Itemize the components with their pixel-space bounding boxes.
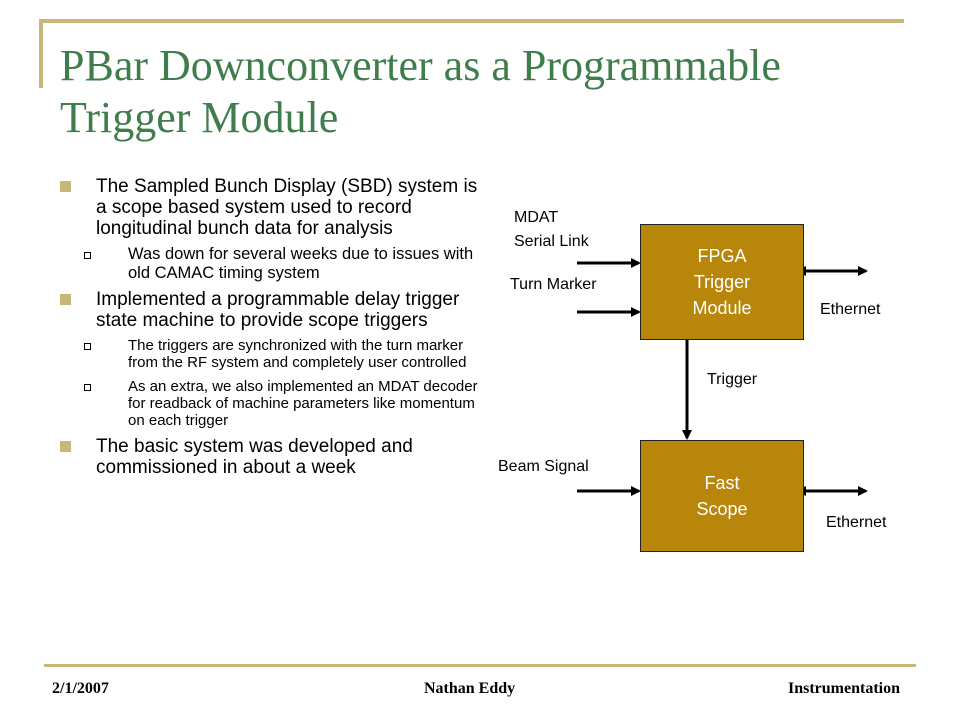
fpga-trigger-module-box: FPGA Trigger Module (640, 224, 804, 340)
turn-marker-label: Turn Marker (510, 276, 597, 293)
sub-bullet-text: As an extra, we also implemented an MDAT… (128, 378, 478, 429)
sub-bullet-text: The triggers are synchronized with the t… (128, 337, 467, 371)
footer-author: Nathan Eddy (424, 680, 516, 697)
bullet-list: The Sampled Bunch Display (SBD) system i… (60, 176, 490, 484)
mdat-label-line2: Serial Link (514, 233, 589, 250)
fpga-box-line2: Trigger (693, 272, 751, 292)
decorative-top-line (39, 19, 904, 23)
sub-bullet-item: The triggers are synchronized with the t… (60, 337, 490, 371)
bullet-text: Implemented a programmable delay trigger… (96, 289, 460, 331)
sub-bullet-text: Was down for several weeks due to issues… (128, 245, 474, 282)
hollow-square-bullet-icon (84, 343, 91, 350)
bullet-text: The Sampled Bunch Display (SBD) system i… (96, 176, 478, 239)
fast-scope-box: Fast Scope (640, 440, 804, 552)
bullet-item: Implemented a programmable delay trigger… (60, 289, 490, 331)
decorative-vertical-line (39, 19, 43, 88)
trigger-label: Trigger (707, 371, 758, 388)
ethernet-top-label: Ethernet (820, 301, 881, 318)
fpga-box-line3: Module (692, 298, 752, 318)
ethernet-bottom-label: Ethernet (826, 514, 887, 531)
bullet-item: The Sampled Bunch Display (SBD) system i… (60, 176, 490, 239)
fpga-box-line1: FPGA (697, 246, 747, 266)
slide-title: PBar Downconverter as a Programmable Tri… (60, 41, 781, 142)
bullet-item: The basic system was developed and commi… (60, 436, 490, 478)
footer-date: 2/1/2007 (52, 680, 109, 697)
sub-bullet-item: As an extra, we also implemented an MDAT… (60, 378, 490, 429)
footer-section: Instrumentation (788, 680, 901, 697)
square-bullet-icon (60, 441, 71, 452)
hollow-square-bullet-icon (84, 384, 91, 391)
footer-divider (44, 664, 916, 667)
square-bullet-icon (60, 181, 71, 192)
beam-signal-label: Beam Signal (498, 458, 589, 475)
scope-box-line2: Scope (696, 499, 748, 519)
bullet-text: The basic system was developed and commi… (96, 436, 413, 478)
mdat-label-line1: MDAT (514, 209, 559, 226)
mdat-label: MDAT Serial Link (514, 206, 589, 254)
hollow-square-bullet-icon (84, 252, 91, 259)
scope-box-line1: Fast (704, 473, 740, 493)
sub-bullet-item: Was down for several weeks due to issues… (60, 245, 490, 283)
square-bullet-icon (60, 294, 71, 305)
